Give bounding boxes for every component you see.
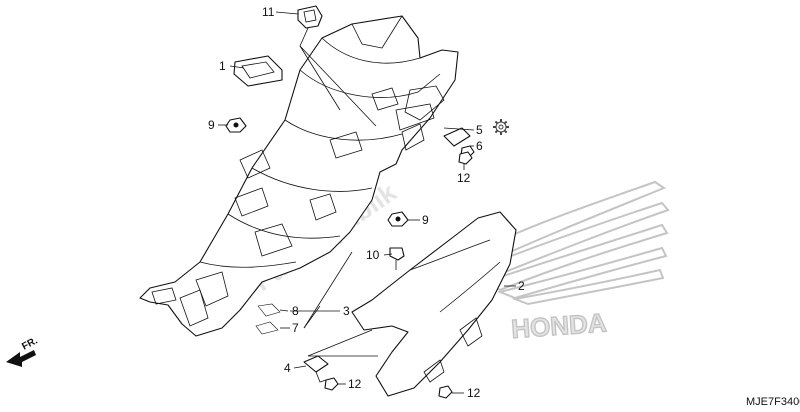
callout-6: 6 xyxy=(476,139,483,153)
nut-12-bottom-left xyxy=(324,377,339,391)
leader-lines xyxy=(218,11,516,394)
bolt-10 xyxy=(389,247,405,270)
callout-9-right: 9 xyxy=(422,213,429,227)
nut-12-upper xyxy=(458,151,473,165)
direction-label: FR. xyxy=(20,335,40,352)
bolt-9-right xyxy=(387,211,409,227)
front-direction-arrow-icon xyxy=(6,350,36,367)
brand-text: HONDA xyxy=(510,307,607,344)
callout-12-upper: 12 xyxy=(457,171,471,185)
rear-fender-assembly xyxy=(139,15,459,337)
nut-12-bottom-right xyxy=(438,385,453,399)
cushion-8 xyxy=(257,303,281,317)
callout-3: 3 xyxy=(343,304,350,318)
diagram-code: MJE7F3400 xyxy=(746,396,800,408)
cushion-7 xyxy=(255,321,279,335)
callout-12-bottom-left: 12 xyxy=(348,377,362,391)
clip-11 xyxy=(297,5,323,29)
bolt-9-left xyxy=(225,117,247,133)
callout-5: 5 xyxy=(476,123,483,137)
callout-8: 8 xyxy=(292,304,299,318)
callout-7: 7 xyxy=(292,321,299,335)
rubber-5 xyxy=(443,127,471,147)
callouts: 1 2 3 4 5 6 7 8 9 9 10 11 12 12 12 xyxy=(208,5,525,400)
seal-ring xyxy=(233,55,283,87)
gear-icon xyxy=(493,119,509,135)
callout-4: 4 xyxy=(284,361,291,375)
callout-1: 1 xyxy=(219,59,226,73)
callout-10: 10 xyxy=(366,248,380,262)
clip-4 xyxy=(303,355,329,383)
callout-12-bottom-right: 12 xyxy=(467,386,481,400)
side-cover-2 xyxy=(351,211,517,397)
callout-11: 11 xyxy=(262,5,275,19)
callout-9-left: 9 xyxy=(208,118,215,132)
callout-2: 2 xyxy=(518,279,525,293)
honda-wing-logo: HONDA xyxy=(452,180,670,345)
